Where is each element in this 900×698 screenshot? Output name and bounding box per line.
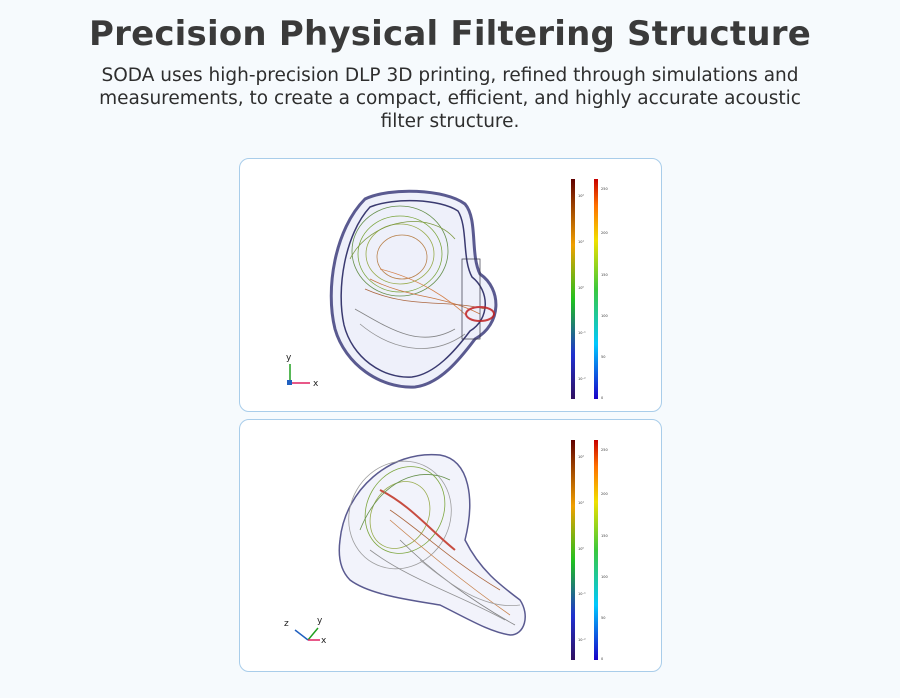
colorbar-tick: 10⁻¹ <box>578 592 586 596</box>
colorbar-tick: 10⁰ <box>578 286 584 290</box>
axis-triad: y x <box>286 353 319 389</box>
page-description: SODA uses high-precision DLP 3D printing… <box>99 65 801 132</box>
axis-label-x: x <box>313 379 319 389</box>
colorbar-tick: 0 <box>601 657 603 661</box>
colorbar-tick: 100 <box>601 575 608 579</box>
colorbar-tick: 10⁻¹ <box>578 331 586 335</box>
earpiece-simulation-front: y x 10² 10¹ 10⁰ 10⁻¹ 10⁻² 250 200 150 10… <box>286 179 608 400</box>
colorbar-tick: 10² <box>578 455 584 459</box>
colorbar-tick: 10² <box>578 194 584 198</box>
colorbar-tick: 10⁻² <box>578 638 586 642</box>
colorbar-right: 250 200 150 100 50 0 <box>594 179 608 400</box>
colorbar-tick: 150 <box>601 273 608 277</box>
axis-label-x: x <box>321 636 327 646</box>
earpiece-shell <box>338 453 526 636</box>
axis-triad: z y x <box>284 616 327 646</box>
colorbar-tick: 150 <box>601 534 608 538</box>
colorbar-left: 10² 10¹ 10⁰ 10⁻¹ 10⁻² <box>571 179 586 399</box>
simulation-panel-front: y x 10² 10¹ 10⁰ 10⁻¹ 10⁻² 250 200 150 10… <box>239 158 662 412</box>
colorbar-right: 250 200 150 100 50 0 <box>594 440 608 661</box>
earpiece-shell <box>329 189 498 389</box>
colorbar-tick: 250 <box>601 448 608 452</box>
colorbar-tick: 200 <box>601 231 608 235</box>
simulation-panel-isometric: z y x 10² 10¹ 10⁰ 10⁻¹ 10⁻² 250 200 150 … <box>239 419 662 672</box>
earpiece-simulation-isometric: z y x 10² 10¹ 10⁰ 10⁻¹ 10⁻² 250 200 150 … <box>284 440 608 661</box>
colorbar-tick: 10⁰ <box>578 547 584 551</box>
colorbar-tick: 100 <box>601 314 608 318</box>
colorbar-tick: 200 <box>601 492 608 496</box>
colorbar-tick: 10¹ <box>578 501 584 505</box>
colorbar-tick: 10¹ <box>578 240 584 244</box>
colorbar-tick: 0 <box>601 396 603 400</box>
colorbar-tick: 50 <box>601 616 605 620</box>
axis-label-y: y <box>286 353 292 363</box>
colorbar-left: 10² 10¹ 10⁰ 10⁻¹ 10⁻² <box>571 440 586 660</box>
axis-label-y: y <box>317 616 323 626</box>
page-title: Precision Physical Filtering Structure <box>88 14 811 54</box>
colorbar-tick: 250 <box>601 187 608 191</box>
colorbar-tick: 10⁻² <box>578 377 586 381</box>
colorbar-tick: 50 <box>601 355 605 359</box>
axis-label-z: z <box>284 619 289 629</box>
